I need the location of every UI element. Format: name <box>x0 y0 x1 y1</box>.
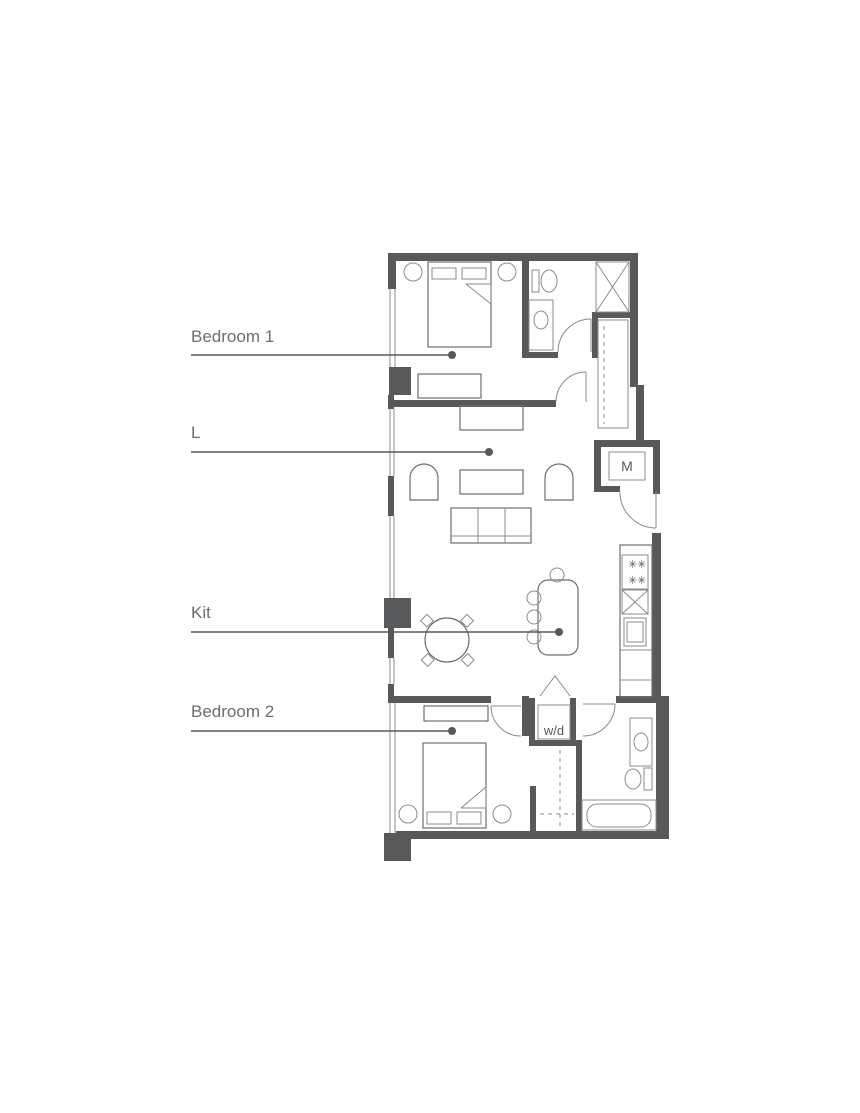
room-label-bedroom1: Bedroom 1 <box>191 327 456 359</box>
kitchen-furniture: ✳ ✳ ✳ ✳ <box>419 544 653 698</box>
bedroom2-furniture <box>398 705 512 829</box>
mechanical-closet: M <box>608 451 657 529</box>
svg-text:Bedroom 2: Bedroom 2 <box>191 702 274 721</box>
hall-fixtures: w/d <box>490 675 616 830</box>
living-furniture <box>409 405 574 544</box>
svg-text:✳: ✳ <box>628 559 637 571</box>
bath1-fixtures <box>528 261 630 429</box>
mechanical-label: M <box>621 458 633 474</box>
room-label-bedroom2: Bedroom 2 <box>191 702 456 735</box>
svg-text:✳: ✳ <box>628 575 637 587</box>
bath2-fixtures <box>581 717 657 831</box>
room-label-living: L <box>191 423 493 456</box>
room-label-kitchen: Kit <box>191 603 563 636</box>
svg-text:Bedroom 1: Bedroom 1 <box>191 327 274 346</box>
leader-dot <box>485 448 493 456</box>
svg-text:Kit: Kit <box>191 603 211 622</box>
windows <box>389 289 396 833</box>
svg-text:✳: ✳ <box>637 575 646 587</box>
washer-dryer-label: w/d <box>543 723 564 738</box>
svg-text:✳: ✳ <box>637 559 646 571</box>
leader-dot <box>555 628 563 636</box>
bedroom1-furniture <box>403 261 517 399</box>
leader-dot <box>448 727 456 735</box>
leader-dot <box>448 351 456 359</box>
walls <box>384 253 669 861</box>
svg-text:L: L <box>191 423 200 442</box>
